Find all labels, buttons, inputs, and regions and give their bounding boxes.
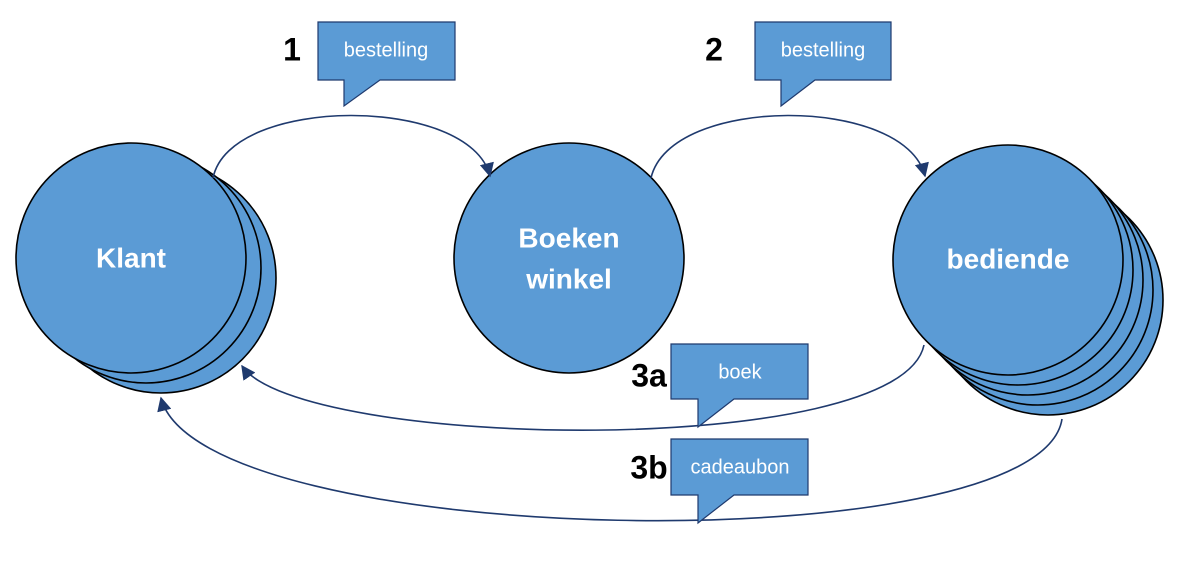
step-1: 1 bestelling: [283, 21, 456, 108]
step-3b-callout: cadeaubon: [670, 438, 809, 525]
step-3b: 3b cadeaubon: [630, 438, 809, 525]
step-2-number: 2: [705, 31, 723, 67]
arrow-step-3a: [241, 344, 925, 431]
klant-circle: [15, 142, 247, 374]
step-2: 2 bestelling: [705, 21, 892, 108]
boekenwinkel-label-line1: Boeken: [518, 222, 619, 253]
step-3b-number: 3b: [630, 449, 667, 485]
node-boekenwinkel: Boeken winkel: [453, 142, 685, 374]
arrow-step-1: [212, 114, 494, 179]
step-3a-number: 3a: [631, 357, 667, 393]
arrow-step-3b: [157, 396, 1063, 522]
node-klant: Klant: [15, 142, 277, 394]
step-1-number: 1: [283, 31, 301, 67]
step-2-callout: bestelling: [754, 21, 892, 108]
arrow-step-2: [650, 114, 929, 179]
klant-label: Klant: [96, 242, 166, 273]
step-2-message: bestelling: [781, 39, 866, 61]
step-3a-callout: boek: [670, 343, 809, 429]
step-1-message: bestelling: [344, 39, 429, 61]
boekenwinkel-label-line2: winkel: [525, 263, 612, 294]
step-3a-message: boek: [718, 361, 762, 383]
boekenwinkel-circle: [453, 142, 685, 374]
step-3a: 3a boek: [631, 343, 809, 429]
step-3b-message: cadeaubon: [691, 456, 790, 478]
bediende-circle: [892, 144, 1124, 376]
node-bediende: bediende: [892, 144, 1164, 416]
bediende-label: bediende: [947, 243, 1070, 274]
step-1-callout: bestelling: [317, 21, 456, 108]
